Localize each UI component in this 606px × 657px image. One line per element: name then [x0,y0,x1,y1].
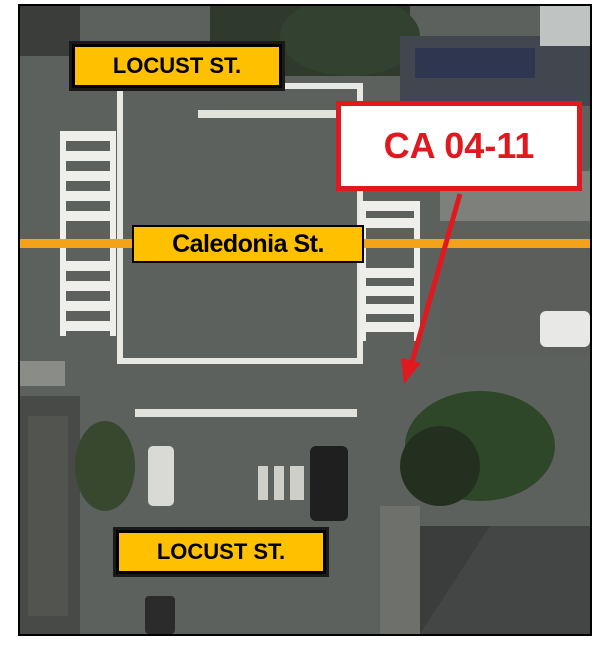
car-right [540,311,590,347]
tree-left [75,421,135,511]
tree-top-center [280,6,420,76]
roof-strip [540,6,590,46]
building-left-roof [28,416,68,616]
sidewalk-left [20,361,65,386]
solar-panels [415,48,535,78]
street-label-locust-bottom: LOCUST ST. [116,530,326,574]
crosswalk-left [60,131,116,336]
car-dark [310,446,348,521]
callout-arrow-line [408,193,463,367]
stop-bar-bottom [135,409,357,417]
car-left [148,446,174,506]
street-label-locust-top: LOCUST ST. [72,44,282,88]
callout-arrowhead [401,358,421,384]
car-bottom-left [145,596,175,634]
street-label-caledonia: Caledonia St. [132,225,364,263]
aerial-map-frame: LOCUST ST. Caledonia St. CA 04-11 LOCUST… [18,4,592,636]
driveway [380,506,420,634]
tree-dark [400,426,480,506]
crosswalk-right [360,201,420,341]
house-roof [420,526,590,634]
callout-label: CA 04-11 [336,101,582,191]
stop-marking [258,466,304,500]
building-top-left [20,6,80,56]
stop-bar-top [198,110,338,118]
